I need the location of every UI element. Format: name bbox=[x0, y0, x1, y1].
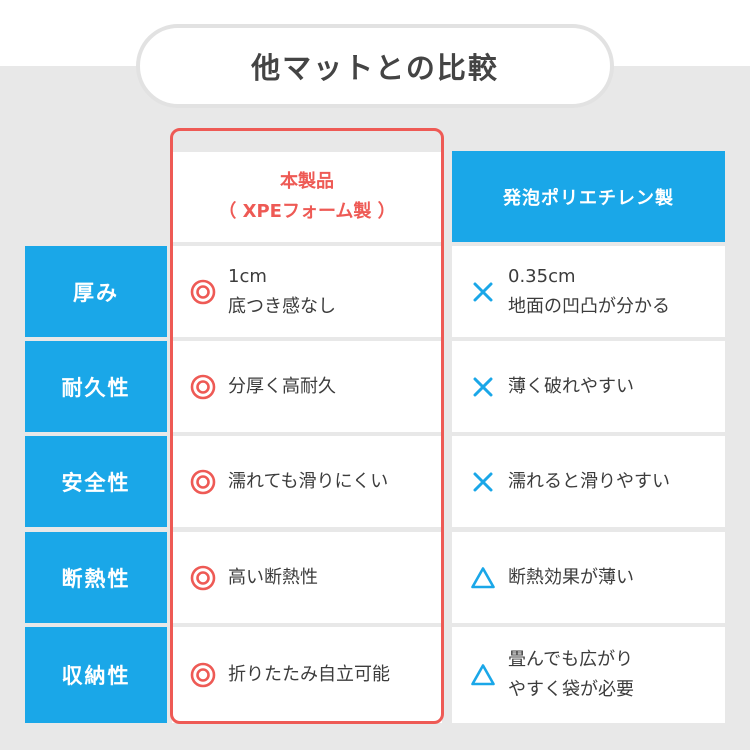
product-text: 折りたたみ自立可能 bbox=[228, 660, 390, 690]
competitor-text: 濡れると滑りやすい bbox=[508, 467, 670, 497]
product-cell-safety: 濡れても滑りにくい bbox=[172, 436, 442, 527]
text-line: 地面の凹凸が分かる bbox=[508, 295, 670, 317]
double-circle-icon bbox=[190, 565, 216, 590]
cross-icon bbox=[473, 377, 493, 396]
competitor-text: 0.35cm 地面の凹凸が分かる bbox=[508, 262, 670, 322]
page-title: 他マットとの比較 bbox=[136, 24, 614, 108]
product-text: 1cm 底つき感なし bbox=[228, 262, 336, 322]
text-line: やすく袋が必要 bbox=[508, 679, 634, 700]
row-label-insulation: 断熱性 bbox=[25, 532, 167, 623]
competitor-text: 畳んでも広がり やすく袋が必要 bbox=[508, 645, 634, 705]
text-line: 分厚く高耐久 bbox=[228, 375, 336, 397]
competitor-cell-insulation: 断熱効果が薄い bbox=[452, 532, 725, 623]
row-label-storage: 収納性 bbox=[25, 627, 167, 723]
double-circle-icon bbox=[190, 662, 216, 688]
competitor-header: 発泡ポリエチレン製 bbox=[452, 151, 725, 242]
competitor-text: 薄く破れやすい bbox=[508, 372, 634, 402]
text-line: 濡れると滑りやすい bbox=[508, 470, 670, 492]
product-header-material: （ XPEフォーム製 ） bbox=[218, 201, 396, 222]
product-header-cell bbox=[172, 152, 442, 242]
competitor-cell-thickness: 0.35cm 地面の凹凸が分かる bbox=[452, 246, 725, 337]
product-header: 本製品 （ XPEフォーム製 ） bbox=[172, 152, 442, 242]
text-line: 折りたたみ自立可能 bbox=[228, 664, 390, 685]
text-line: 薄く破れやすい bbox=[508, 375, 634, 397]
product-text: 分厚く高耐久 bbox=[228, 372, 336, 402]
cross-icon bbox=[473, 282, 493, 301]
competitor-text: 断熱効果が薄い bbox=[508, 563, 634, 593]
text-line: 高い断熱性 bbox=[228, 566, 318, 588]
competitor-cell-durability: 薄く破れやすい bbox=[452, 341, 725, 432]
product-cell-thickness: 1cm 底つき感なし bbox=[172, 246, 442, 337]
triangle-icon bbox=[471, 566, 495, 588]
text-line: 断熱効果が薄い bbox=[508, 566, 634, 588]
competitor-cell-safety: 濡れると滑りやすい bbox=[452, 436, 725, 527]
product-cell-insulation: 高い断熱性 bbox=[172, 532, 442, 623]
double-circle-icon bbox=[190, 374, 216, 399]
text-line: 0.35cm bbox=[508, 265, 576, 287]
row-label-durability: 耐久性 bbox=[25, 341, 167, 432]
product-text: 高い断熱性 bbox=[228, 563, 318, 593]
double-circle-icon bbox=[190, 279, 216, 304]
competitor-cell-storage: 畳んでも広がり やすく袋が必要 bbox=[452, 627, 725, 723]
row-label-safety: 安全性 bbox=[25, 436, 167, 527]
product-cell-durability: 分厚く高耐久 bbox=[172, 341, 442, 432]
row-label-thickness: 厚み bbox=[25, 246, 167, 337]
product-text: 濡れても滑りにくい bbox=[228, 467, 388, 497]
text-line: 底つき感なし bbox=[228, 295, 336, 317]
text-line: 濡れても滑りにくい bbox=[228, 470, 389, 492]
product-header-name: 本製品 bbox=[280, 171, 334, 192]
product-cell-storage: 折りたたみ自立可能 bbox=[172, 627, 442, 723]
double-circle-icon bbox=[190, 469, 216, 494]
text-line: 畳んでも広がり bbox=[508, 649, 634, 670]
text-line: 1cm bbox=[228, 265, 267, 287]
cross-icon bbox=[473, 472, 493, 491]
triangle-icon bbox=[471, 664, 495, 686]
